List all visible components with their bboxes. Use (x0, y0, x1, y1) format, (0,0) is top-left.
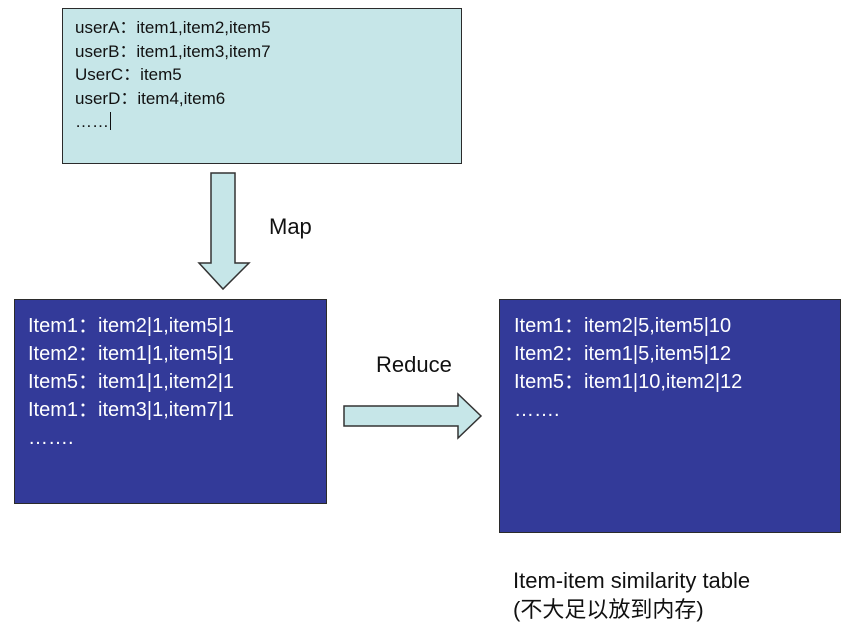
map-label: Map (269, 214, 312, 239)
map-down-arrow-icon (197, 172, 251, 291)
reduce-right-arrow-icon (343, 392, 483, 440)
map-arrow-shape (197, 172, 251, 291)
map-output-line: Item5：item1|1,item2|1 (28, 371, 235, 393)
reduce-output-line: Item2：item1|5,item5|12 (514, 343, 732, 365)
user-items-line: UserC：item5 (75, 65, 182, 84)
caption-title: Item-item similarity table (513, 568, 751, 593)
reduce-arrow-shape (343, 392, 483, 440)
ellipsis-text: …… (75, 112, 109, 131)
user-items-line: userD：item4,item6 (75, 88, 226, 108)
user-items-line: …… (75, 110, 451, 134)
user-items-line: userA：item1,item2,item5 (75, 18, 271, 37)
reduce-label: Reduce (376, 352, 452, 377)
map-output-box: Item1：item2|1,item5|1 Item2：item1|1,item… (14, 299, 327, 504)
reduce-output-box: Item1：item2|5,item5|10 Item2：item1|5,ite… (499, 299, 841, 533)
text-cursor (110, 112, 111, 130)
map-output-line: Item1：item2|1,item5|1 (28, 315, 235, 337)
user-items-box: userA：item1,item2,item5 userB：item1,item… (62, 8, 462, 164)
user-items-line: userB：item1,item3,item7 (75, 41, 271, 61)
reduce-output-line: Item1：item2|5,item5|10 (514, 315, 732, 337)
similarity-table-caption: Item-item similarity table (不大足以放到内存) (513, 566, 750, 624)
caption-note: (不大足以放到内存) (513, 597, 704, 622)
map-output-line: Item1：item3|1,item7|1 (28, 399, 235, 421)
map-output-line: Item2：item1|1,item5|1 (28, 343, 235, 365)
reduce-output-line: ……. (514, 399, 560, 421)
reduce-output-line: Item5：item1|10,item2|12 (514, 371, 743, 393)
map-output-line: ……. (28, 427, 74, 449)
